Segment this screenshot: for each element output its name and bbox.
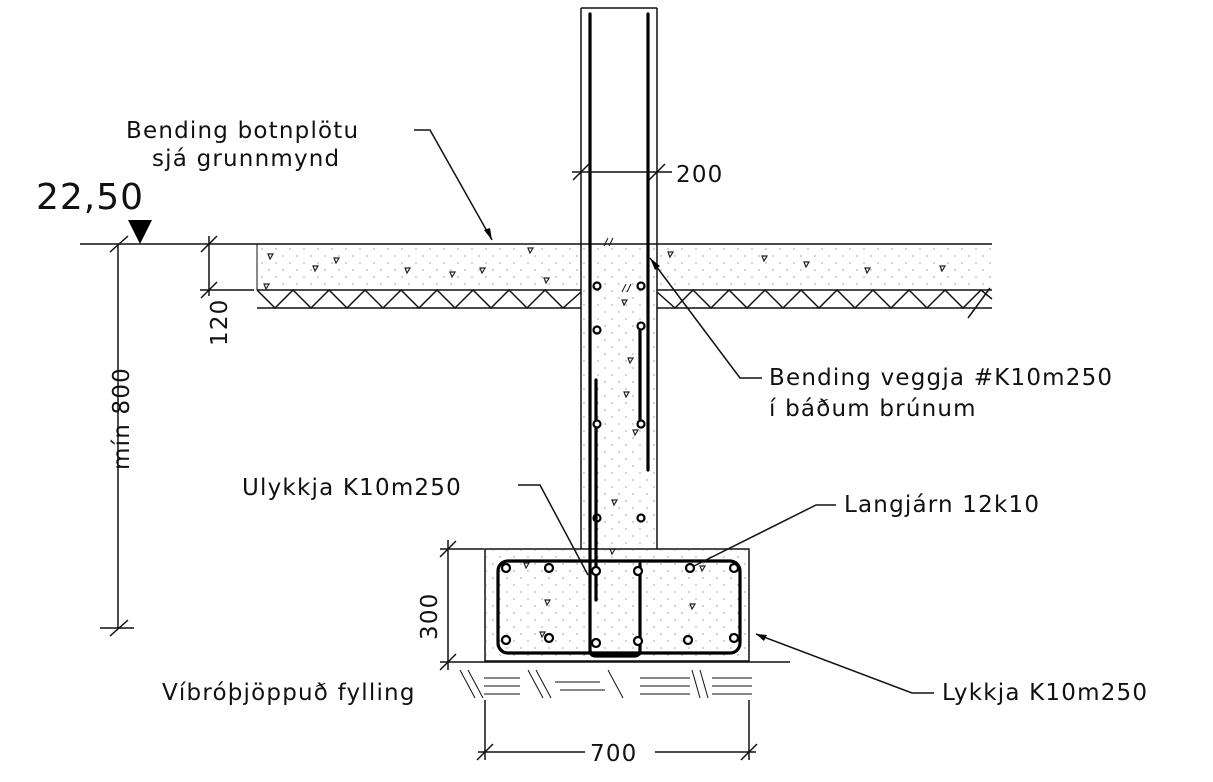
- label-slab-reinforcement: Bending botnplötu sjá grunnmynd: [126, 118, 493, 241]
- slab-aggregate: [263, 247, 947, 291]
- label-longitudinal-bars: Langjárn 12k10: [693, 492, 1040, 567]
- footing: [484, 468, 750, 662]
- min-depth-dimension: mín 800: [100, 235, 135, 637]
- u-bar-label: Ulykkja K10m250: [242, 475, 462, 501]
- min-depth-label: mín 800: [109, 367, 135, 470]
- footing-width-dimension: 700: [476, 700, 758, 767]
- label-stirrup: Lykkja K10m250: [755, 633, 1148, 706]
- ground-fill: [440, 661, 790, 699]
- elevation-marker: 22,50: [36, 177, 152, 244]
- elevation-value: 22,50: [36, 177, 144, 218]
- stirrup-label: Lykkja K10m250: [942, 680, 1148, 706]
- wall-reinforcement-line2: í báðum brúnum: [769, 396, 977, 422]
- footing-height-label: 300: [417, 593, 443, 641]
- wall: [580, 7, 658, 549]
- slab-thickness-label: 120: [207, 299, 233, 347]
- label-u-bar: Ulykkja K10m250: [242, 475, 589, 576]
- insulation-layer: [256, 287, 993, 319]
- label-fill: Víbróþjöppuð fylling: [162, 680, 416, 706]
- longitudinal-bars-label: Langjárn 12k10: [844, 492, 1040, 518]
- label-wall-reinforcement: Bending veggja #K10m250 í báðum brúnum: [649, 257, 1113, 422]
- slab-reinforcement-line1: Bending botnplötu: [126, 118, 359, 144]
- footing-height-dimension: 300: [417, 540, 484, 671]
- slab-thickness-dimension: 120: [200, 235, 254, 347]
- wall-reinforcement-line1: Bending veggja #K10m250: [769, 365, 1113, 391]
- fill-label: Víbróþjöppuð fylling: [162, 680, 416, 706]
- wall-thickness-label: 200: [676, 162, 724, 188]
- footing-width-label: 700: [590, 741, 638, 767]
- floor-slab: [80, 243, 992, 291]
- wall-thickness-dimension: 200: [572, 162, 724, 188]
- slab-reinforcement-line2: sjá grunnmynd: [152, 146, 340, 172]
